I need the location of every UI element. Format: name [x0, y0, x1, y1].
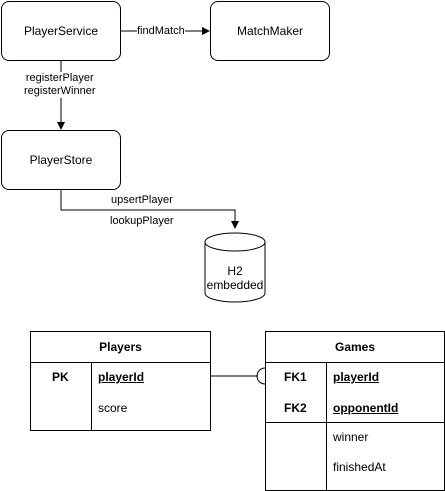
- register-player-label: registerPlayer: [25, 72, 94, 84]
- players-table[interactable]: Players PK playerId score: [30, 331, 211, 431]
- match-maker-label: MatchMaker: [236, 24, 304, 38]
- match-maker-node[interactable]: MatchMaker: [210, 1, 330, 61]
- h2-database-label: H2 embedded: [205, 264, 265, 292]
- games-table[interactable]: Games FK1 playerId FK2 opponentId winner…: [265, 331, 445, 491]
- games-table-title: Games: [266, 332, 444, 363]
- h2-database-shape: [204, 232, 266, 303]
- player-store-node[interactable]: PlayerStore: [1, 130, 121, 190]
- player-service-label: PlayerService: [23, 24, 99, 38]
- games-finishedat-field: finishedAt: [333, 460, 386, 474]
- register-winner-label: registerWinner: [24, 85, 96, 97]
- games-fk1-label: FK1: [284, 370, 307, 384]
- games-winner-field: winner: [333, 430, 369, 444]
- register-edge-label: registerPlayer registerWinner: [24, 72, 96, 98]
- games-fk2-label: FK2: [284, 401, 307, 415]
- relation-optional-marker: [256, 367, 266, 385]
- games-opponentid-field: opponentId: [333, 401, 399, 415]
- lookup-player-label: lookupPlayer: [110, 215, 174, 227]
- games-playerid-field: playerId: [333, 370, 380, 384]
- players-table-title: Players: [31, 332, 210, 363]
- h2-label-line2: embedded: [206, 278, 264, 292]
- players-score-field: score: [98, 401, 128, 415]
- games-key-divider: [326, 362, 327, 491]
- find-match-label: findMatch: [137, 25, 185, 38]
- players-pk-label: PK: [52, 370, 69, 384]
- players-key-divider: [91, 362, 92, 431]
- h2-label-line1: H2: [227, 264, 243, 278]
- upsert-player-label: upsertPlayer: [111, 194, 173, 206]
- edge-store-to-h2: [60, 190, 239, 229]
- player-store-label: PlayerStore: [29, 153, 93, 167]
- games-key-section-divider: [266, 422, 445, 423]
- player-service-node[interactable]: PlayerService: [1, 1, 121, 61]
- players-playerid-field: playerId: [98, 370, 145, 384]
